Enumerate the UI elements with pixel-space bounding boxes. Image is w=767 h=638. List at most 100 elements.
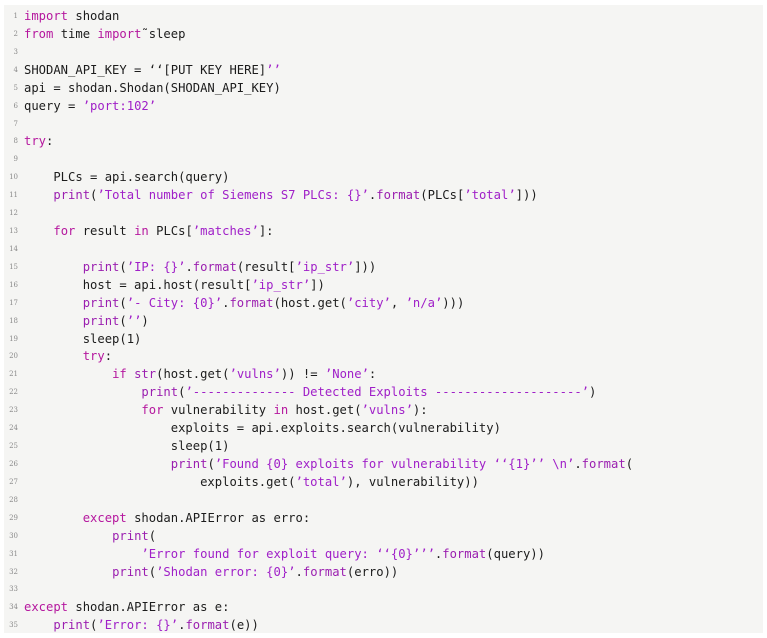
code-text: SHODAN_API_KEY = ‘‘[PUT KEY HERE]’’ bbox=[24, 61, 281, 79]
code-keyword: from bbox=[24, 26, 54, 41]
code-token: . bbox=[295, 564, 303, 579]
code-token: )) != bbox=[280, 367, 325, 382]
line-number: 6 bbox=[13, 101, 18, 110]
code-builtin: format bbox=[302, 564, 347, 579]
code-string: ’Found {0} exploits for vulnerability ‘‘… bbox=[214, 457, 575, 471]
line-number: 4 bbox=[13, 65, 18, 74]
code-builtin: print bbox=[112, 564, 149, 579]
code-token bbox=[24, 547, 141, 561]
code-token: (result[ bbox=[236, 259, 296, 274]
code-text: except shodan.APIError as erro: bbox=[24, 509, 310, 527]
code-string: ’Error: {}’ bbox=[97, 618, 179, 633]
code-string: ’Error found for exploit query: ‘‘{0}’’’ bbox=[141, 546, 435, 561]
code-text: query = ’port:102’ bbox=[24, 97, 156, 115]
code-string: ’Total number of Siemens S7 PLCs: {}’ bbox=[97, 188, 369, 203]
code-token: shodan.APIError as erro: bbox=[126, 510, 311, 525]
code-text: print(’Total number of Siemens S7 PLCs: … bbox=[24, 186, 538, 204]
line-number: 7 bbox=[13, 119, 18, 128]
code-token: ))) bbox=[442, 295, 465, 310]
line-number: 9 bbox=[13, 155, 18, 164]
line-number: 35 bbox=[9, 621, 18, 630]
code-token: sleep(1) bbox=[24, 331, 142, 346]
line-number: 25 bbox=[9, 442, 18, 451]
code-string: ’IP: {}’ bbox=[126, 259, 186, 274]
code-text: PLCs = api.search(query) bbox=[24, 168, 229, 186]
code-token: ( bbox=[90, 188, 98, 203]
code-token: . bbox=[178, 618, 186, 633]
code-token: (host.get( bbox=[156, 367, 230, 382]
line-number: 19 bbox=[9, 334, 18, 343]
code-token: . bbox=[368, 188, 377, 203]
line-number: 3 bbox=[13, 47, 18, 56]
code-token: , bbox=[390, 295, 406, 310]
code-token: (e)) bbox=[229, 618, 259, 633]
code-string: ’total’ bbox=[295, 474, 347, 489]
code-keyword: for bbox=[53, 224, 76, 239]
code-string: ’- City: {0}’ bbox=[126, 295, 223, 310]
line-number: 18 bbox=[9, 316, 18, 325]
code-builtin: str bbox=[134, 367, 157, 382]
code-token: PLCs[ bbox=[148, 224, 193, 239]
code-token: ( bbox=[90, 618, 98, 633]
code-token: SHODAN_API_KEY = ‘‘[PUT KEY HERE] bbox=[24, 62, 267, 77]
line-number: 2 bbox=[13, 29, 18, 38]
code-token: api = shodan.Shodan(SHODAN_API_KEY) bbox=[24, 80, 281, 95]
code-string: ’ip_str’ bbox=[295, 259, 355, 274]
line-number: 27 bbox=[9, 477, 18, 486]
code-string: ’’ bbox=[266, 62, 281, 77]
code-token bbox=[24, 618, 53, 632]
code-token bbox=[24, 349, 83, 363]
code-text: try: bbox=[24, 132, 53, 150]
code-builtin: format bbox=[192, 259, 237, 274]
line-number: 16 bbox=[9, 280, 18, 289]
code-keyword: in bbox=[134, 224, 149, 239]
code-token: vulnerability bbox=[163, 403, 274, 418]
code-text: ’Error found for exploit query: ‘‘{0}’’’… bbox=[24, 545, 545, 563]
code-token: ) bbox=[589, 385, 597, 400]
code-keyword: if bbox=[112, 367, 127, 382]
code-builtin: print bbox=[53, 618, 91, 633]
code-token bbox=[24, 403, 141, 417]
code-token: ])) bbox=[515, 188, 538, 203]
line-number: 8 bbox=[13, 137, 18, 146]
code-token: ( bbox=[119, 295, 127, 310]
code-token: ]: bbox=[258, 224, 274, 239]
line-number: 24 bbox=[9, 424, 18, 433]
code-token: ˜sleep bbox=[141, 26, 186, 41]
code-token bbox=[24, 385, 141, 399]
line-number: 15 bbox=[9, 262, 18, 271]
code-token: ): bbox=[412, 403, 428, 418]
code-string: ’port:102’ bbox=[82, 98, 157, 113]
code-text: from time import˜sleep bbox=[24, 25, 185, 43]
code-token: result bbox=[75, 224, 135, 239]
code-token: ( bbox=[148, 564, 157, 579]
code-string: ’Shodan error: {0}’ bbox=[156, 564, 296, 579]
code-token bbox=[24, 529, 112, 543]
line-number: 13 bbox=[9, 227, 18, 236]
code-keyword: for bbox=[141, 403, 164, 418]
code-token: host.get( bbox=[288, 403, 362, 418]
code-text: print(’- City: {0}’.format(host.get(’cit… bbox=[24, 294, 465, 312]
code-token: . bbox=[434, 546, 443, 561]
code-token: ( bbox=[178, 385, 186, 400]
code-text: api = shodan.Shodan(SHODAN_API_KEY) bbox=[24, 79, 281, 97]
code-text: try: bbox=[24, 347, 112, 365]
code-token: ), vulnerability)) bbox=[346, 474, 479, 489]
code-token bbox=[24, 565, 112, 579]
code-string: ’matches’ bbox=[192, 224, 259, 239]
code-token: ]) bbox=[310, 277, 325, 292]
code-text: print(’’) bbox=[24, 312, 149, 330]
line-number: 12 bbox=[9, 209, 18, 218]
code-string: ’’ bbox=[126, 313, 142, 328]
code-token: time bbox=[53, 26, 98, 41]
code-text: print(’IP: {}’.format(result[’ip_str’])) bbox=[24, 258, 377, 276]
line-number: 20 bbox=[9, 352, 18, 361]
code-token: . bbox=[574, 457, 582, 471]
code-token: : bbox=[104, 349, 113, 364]
code-builtin: print bbox=[53, 188, 91, 203]
code-text: exploits = api.exploits.search(vulnerabi… bbox=[24, 419, 501, 437]
code-keyword: except bbox=[82, 510, 127, 525]
code-builtin: print bbox=[82, 259, 120, 274]
code-builtin: print bbox=[170, 457, 208, 471]
